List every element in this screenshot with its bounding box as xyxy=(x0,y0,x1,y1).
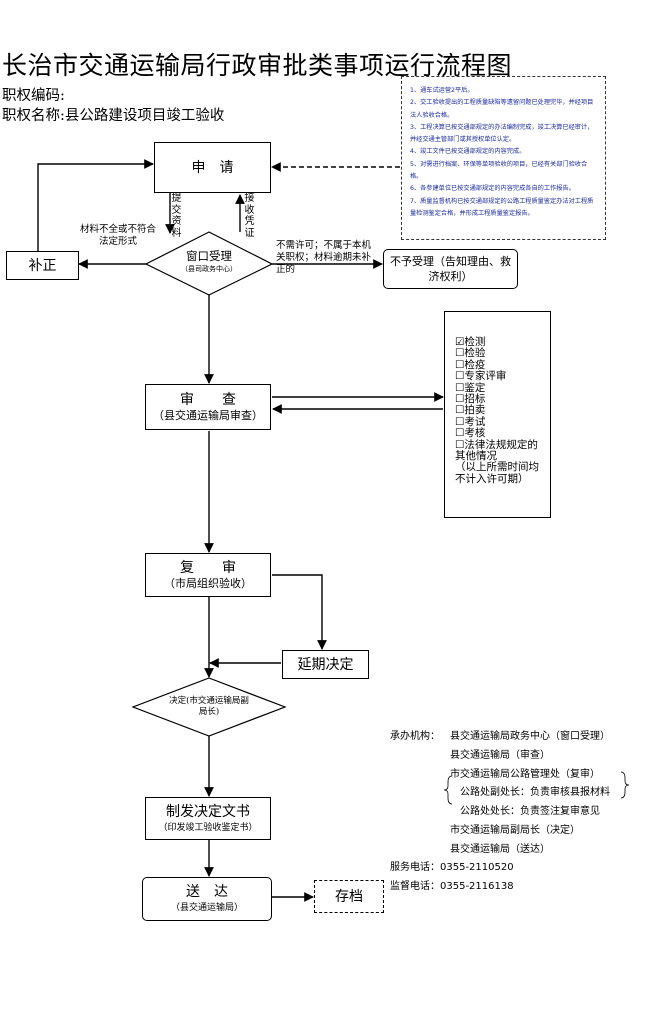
authority-name-value: 县公路建设项目竣工验收 xyxy=(64,108,225,124)
checklist-item-label: 鉴定 xyxy=(464,381,486,394)
checklist-note: （以上所需时间均不计入许可期） xyxy=(455,461,539,485)
recheck-box: 复 审 （市局组织验收） xyxy=(145,553,271,597)
recheck-sub-label: （市局组织验收） xyxy=(164,577,252,590)
checkbox-icon: ☐ xyxy=(455,381,465,394)
checklist-item-label: 考试 xyxy=(464,415,486,428)
note-item: 2、交工验收提出的工程质量缺陷等遗留问题已处理完毕，并经项目法人验收合格。 xyxy=(410,99,594,119)
note-item: 1、通车试运营2平后。 xyxy=(410,87,474,94)
checkbox-icon: ☐ xyxy=(455,404,465,417)
window-sub-label: （县司政务中心） xyxy=(181,265,237,273)
window-main-label: 窗口受理 xyxy=(186,249,232,263)
checkbox-checked-icon: ☑ xyxy=(455,336,465,348)
agency-line: 县交通运输局（送达） xyxy=(450,844,550,855)
agency-line: 县交通运输局政务中心（窗口受理） xyxy=(450,731,610,742)
reject-box: 不予受理（告知理由、救济权利） xyxy=(383,249,518,289)
checkbox-icon: ☐ xyxy=(455,347,465,360)
checklist-item: ☐专家评审 xyxy=(455,371,546,382)
supervise-phone: 监督电话：0355-2116138 xyxy=(390,881,514,892)
archive-label: 存档 xyxy=(335,888,363,905)
checklist-item: ☐法律法规规定的其他情况 xyxy=(455,438,546,463)
submit-label: 提交资料 xyxy=(171,193,182,239)
extend-box: 延期决定 xyxy=(282,650,369,679)
checklist-item-label: 专家评审 xyxy=(464,370,507,383)
agency-line: 公路处处长：负责签注复审意见 xyxy=(460,806,600,817)
note-item: 3、工程决算已按交通部规定的办法编制完成，竣工决算已经审计，并经交通主管部门或其… xyxy=(410,123,594,144)
checklist-item: ☐招标 xyxy=(455,393,546,406)
reject-label: 不予受理（告知理由、救济权利） xyxy=(390,255,511,283)
checkbox-icon: ☐ xyxy=(455,358,465,371)
agency-brace xyxy=(443,775,453,805)
checklist-item: ☐检验 xyxy=(455,348,546,359)
deliver-main-label: 送 达 xyxy=(186,884,228,900)
agency-line: 县交通运输局（审查） xyxy=(450,750,550,761)
deliver-box: 送 达 （县交通运输局） xyxy=(142,877,272,921)
checklist-item-label: 检验 xyxy=(464,347,486,360)
checkbox-icon: ☐ xyxy=(455,415,465,428)
checklist-item: ☑检测 xyxy=(455,336,546,348)
checklist-item-label: 考核 xyxy=(464,427,486,440)
arrow-to-extend xyxy=(272,574,327,650)
checklist-item-label: 检疫 xyxy=(464,358,486,371)
agency-brace-right xyxy=(620,771,630,799)
window-diamond: 窗口受理 （县司政务中心） xyxy=(166,249,252,274)
authority-code-label: 职权编码: xyxy=(2,88,65,104)
extend-label: 延期决定 xyxy=(297,656,354,673)
agency-line: 公路处副处长：负责审核县报材料 xyxy=(460,787,610,798)
decision-diamond: 决定(市交通运输局副局长) xyxy=(165,696,253,718)
apply-box: 申 请 xyxy=(154,142,271,193)
checklist-box: ☑检测 ☐检验 ☐检疫 ☐专家评审 ☐鉴定 ☐招标 ☐拍卖 ☐考试 ☐考核 ☐法… xyxy=(444,311,551,518)
checklist-item: ☐拍卖 xyxy=(455,405,546,416)
issue-box: 制发决定文书 （印发竣工验收鉴定书） xyxy=(145,797,271,840)
agency-line: 市交通运输局公路管理处（复审） xyxy=(450,769,600,780)
arrow-correct-loop xyxy=(37,159,154,251)
receipt-label: 接收凭证 xyxy=(244,193,255,239)
checkbox-icon: ☐ xyxy=(455,393,465,406)
decision-diamond-shape xyxy=(131,677,287,737)
note-item: 6、各参建单位已按交通部规定的内容完成各自的工作报告。 xyxy=(410,185,575,193)
checklist-item-label: 拍卖 xyxy=(464,404,486,417)
recheck-main-label: 复 审 xyxy=(180,560,236,576)
checklist-item: ☐考核 xyxy=(455,428,546,439)
note-item: 4、竣工文件已按交通部规定的内容完成。 xyxy=(410,148,526,156)
review-sub-label: （县交通运输局审查） xyxy=(153,409,263,422)
agency-label: 承办机构： xyxy=(390,731,440,742)
authority-name: 职权名称:县公路建设项目竣工验收 xyxy=(2,104,224,125)
decision-label: 决定(市交通运输局副局长) xyxy=(169,696,249,717)
checklist-item: ☐检疫 xyxy=(455,358,546,371)
service-phone: 服务电话：0355-2110520 xyxy=(390,862,514,873)
deliver-sub-label: （县交通运输局） xyxy=(170,903,243,913)
checklist-item-label: 招标 xyxy=(464,393,486,406)
checklist-item-label: 检测 xyxy=(464,336,486,348)
requirements-notes: 1、通车试运营2平后。 2、交工验收提出的工程质量缺陷等遗留问题已处理完毕，并经… xyxy=(401,76,606,240)
note-item: 7、质量监督机构已按交通部规定的公路工程质量鉴定办法对工程质量检测鉴定合格，并形… xyxy=(410,197,594,217)
checklist-item: ☐考试 xyxy=(455,415,546,428)
page-title: 长治市交通运输局行政审批类事项运行流程图 xyxy=(2,51,513,80)
authority-name-label: 职权名称: xyxy=(2,108,65,124)
checkbox-icon: ☐ xyxy=(455,370,465,383)
checkbox-icon: ☐ xyxy=(455,438,465,451)
note-item: 5、对需进行档案、环保等单项验收的项目，已经有关部门验收合格。 xyxy=(410,160,588,181)
review-box: 审 查 （县交通运输局审查） xyxy=(145,384,271,430)
archive-box: 存档 xyxy=(314,880,384,913)
agency-line: 市交通运输局副局长（决定） xyxy=(450,825,580,836)
issue-sub-label: （印发竣工验收鉴定书） xyxy=(158,822,258,833)
review-main-label: 审 查 xyxy=(180,392,236,408)
apply-label: 申 请 xyxy=(191,159,234,176)
checkbox-icon: ☐ xyxy=(455,427,465,440)
incomplete-condition-label: 材料不全或不符合法定形式 xyxy=(79,224,156,247)
checklist-item: ☐鉴定 xyxy=(455,381,546,394)
checklist-item-label: 法律法规规定的其他情况 xyxy=(455,438,538,463)
issue-main-label: 制发决定文书 xyxy=(166,803,250,820)
window-diamond-shape xyxy=(144,231,274,296)
correct-label: 补正 xyxy=(28,257,57,274)
correct-box: 补正 xyxy=(6,251,79,280)
reject-condition-label: 不需许可；不属于本机关职权；材料逾期未补正的 xyxy=(276,240,372,275)
